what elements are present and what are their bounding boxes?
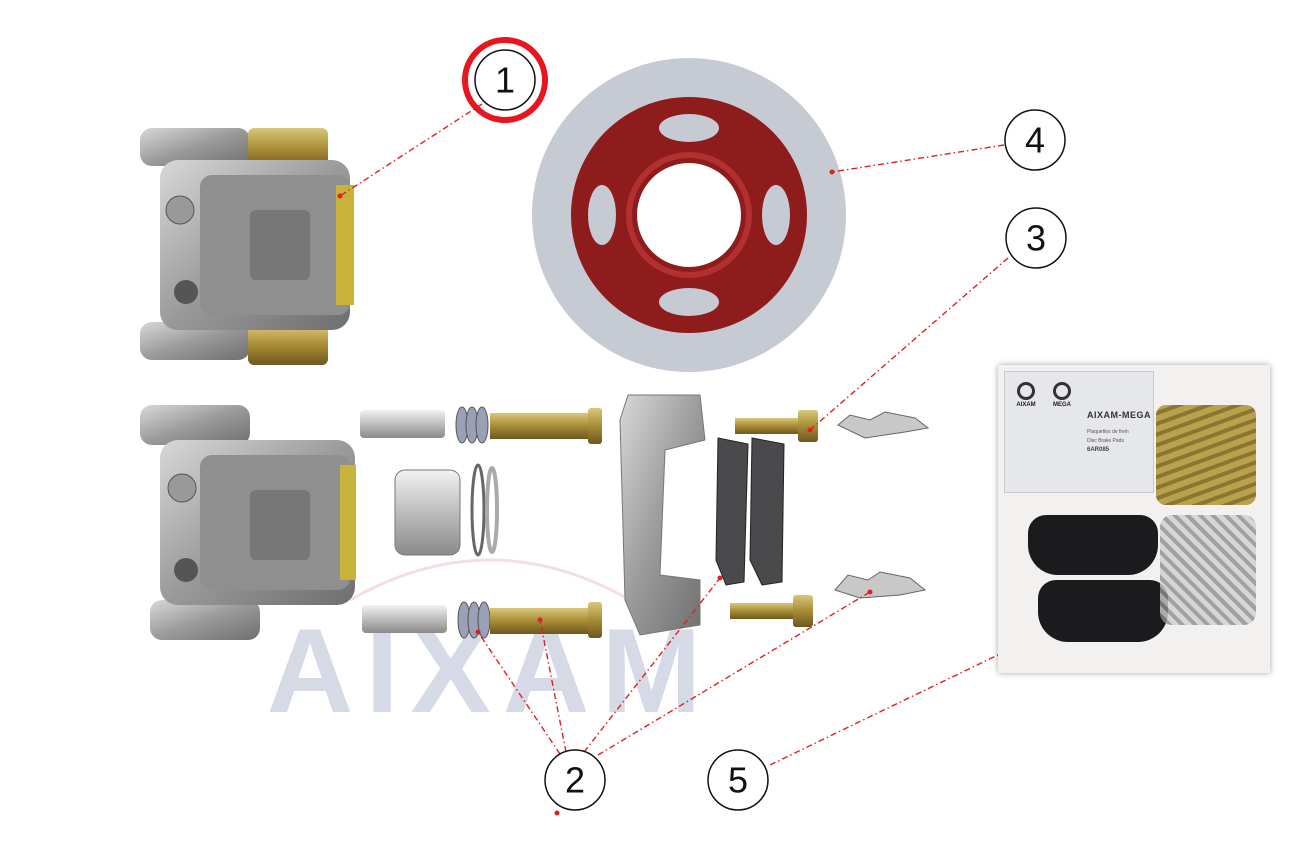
callout-1[interactable]: 1 bbox=[462, 37, 548, 123]
box-brand: AIXAM-MEGA bbox=[1087, 410, 1151, 420]
callout-3[interactable]: 3 bbox=[1005, 207, 1067, 269]
highlight-ring bbox=[462, 37, 548, 123]
callout-5[interactable]: 5 bbox=[707, 749, 769, 811]
callout-number: 5 bbox=[728, 760, 748, 801]
clips-pile bbox=[1160, 515, 1256, 625]
pad-clips bbox=[834, 411, 930, 599]
brake-pads bbox=[715, 437, 785, 586]
callout-number: 3 bbox=[1026, 218, 1046, 259]
callout-number: 2 bbox=[565, 760, 585, 801]
bolts-bundle bbox=[1156, 405, 1256, 505]
aixam-logo: AIXAM bbox=[1009, 382, 1043, 408]
caliper-assembled bbox=[140, 128, 354, 365]
box-line-2: Disc Brake Pads bbox=[1087, 438, 1124, 444]
brake-pad-kit-photo: AIXAM MEGA AIXAM-MEGA Plaquettes de frei… bbox=[998, 365, 1270, 673]
brake-pad-photo bbox=[1038, 580, 1168, 642]
product-box: AIXAM MEGA AIXAM-MEGA Plaquettes de frei… bbox=[1004, 371, 1154, 493]
brake-pad-photo bbox=[1028, 515, 1158, 575]
callout-number: 1 bbox=[495, 60, 515, 101]
callout-4[interactable]: 4 bbox=[1004, 109, 1066, 171]
callout-2[interactable]: 2 bbox=[544, 749, 606, 811]
brake-disc bbox=[532, 58, 846, 372]
box-line-1: Plaquettes de frein bbox=[1087, 429, 1129, 435]
caliper-body bbox=[140, 405, 356, 640]
mega-logo: MEGA bbox=[1045, 382, 1079, 408]
box-ref: 6AR085 bbox=[1087, 447, 1110, 453]
callout-number: 4 bbox=[1025, 120, 1045, 161]
bracket-bolts bbox=[730, 410, 818, 627]
leader-lines bbox=[337, 103, 1009, 816]
caliper-bracket bbox=[619, 394, 706, 636]
